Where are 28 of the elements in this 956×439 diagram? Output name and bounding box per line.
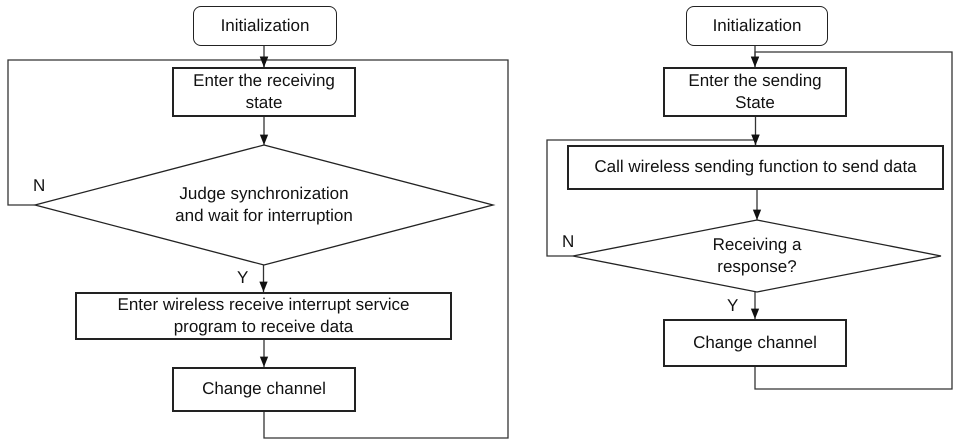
arrow bbox=[750, 51, 953, 390]
node-text: Receiving a response? bbox=[712, 234, 802, 278]
arrow bbox=[750, 292, 760, 319]
arrow bbox=[260, 117, 268, 145]
node-text: Change channel bbox=[201, 378, 327, 400]
arrow bbox=[752, 190, 762, 220]
decision-diamond bbox=[573, 220, 941, 292]
node-text: Enter the receiving state bbox=[192, 70, 336, 114]
start-box bbox=[686, 6, 828, 46]
arrow bbox=[259, 265, 268, 292]
node-text: Enter wireless receive interrupt service program to receive data bbox=[116, 294, 410, 338]
arrow bbox=[546, 134, 760, 257]
process-box bbox=[75, 292, 452, 340]
node-text: Initialization bbox=[712, 14, 802, 37]
node-text: Initialization bbox=[220, 14, 310, 37]
process-box bbox=[567, 145, 944, 190]
process-box bbox=[172, 367, 356, 412]
node-text: Change channel bbox=[692, 332, 818, 354]
arrow bbox=[260, 56, 509, 439]
decision-diamond bbox=[35, 145, 493, 265]
start-box bbox=[193, 6, 337, 46]
node-text: Enter the sending State bbox=[687, 70, 823, 114]
node-text: Call wireless sending function to send data bbox=[593, 156, 918, 178]
process-box bbox=[663, 67, 847, 117]
process-box bbox=[172, 67, 356, 117]
arrow bbox=[260, 340, 268, 367]
process-box bbox=[663, 319, 847, 367]
node-text: Judge synchronization and wait for interruption bbox=[174, 182, 354, 227]
